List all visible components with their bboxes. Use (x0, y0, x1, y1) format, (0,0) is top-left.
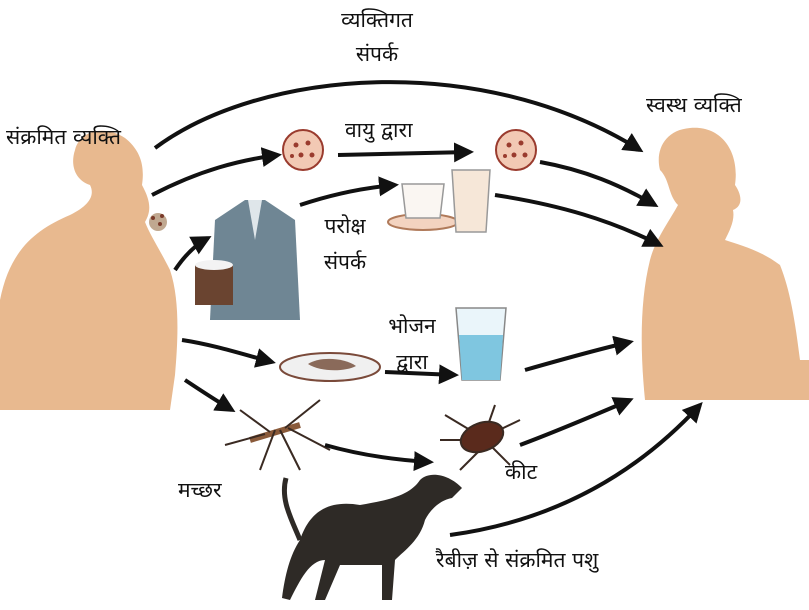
label-healthy-person: स्वस्थ व्यक्ति (646, 93, 742, 118)
jacket-icon (195, 200, 300, 320)
dog-icon (282, 475, 462, 600)
label-indirect-contact-1: परोक्ष (305, 214, 385, 239)
arrow-air-path (338, 152, 470, 155)
mosquito-icon (225, 400, 330, 470)
glass-icon (452, 170, 490, 232)
label-mosquito: मच्छर (178, 478, 222, 503)
label-personal-contact-2: संपर्क (322, 42, 432, 67)
label-infected-person: संक्रमित व्यक्ति (6, 125, 121, 150)
label-personal-contact-1: व्यक्तिगत (322, 8, 432, 33)
cup-saucer-icon (388, 184, 458, 230)
healthy-person-figure (642, 128, 809, 400)
germ-droplet-icon (496, 130, 536, 170)
germ-droplet-icon (283, 130, 323, 170)
label-by-food-2: द्वारा (372, 350, 452, 375)
arrow-to-germ-1 (152, 155, 278, 195)
arrow-jacket-to-cup (300, 185, 395, 205)
arrow-to-mosquito (185, 380, 232, 410)
label-by-air: वायु द्वारा (345, 118, 413, 143)
label-insect: कीट (505, 460, 537, 485)
arrow-to-plate (182, 340, 272, 362)
label-indirect-contact-2: संपर्क (305, 250, 385, 275)
arrow-germ-to-healthy (540, 162, 655, 205)
arrow-glass-to-healthy (525, 342, 630, 370)
water-glass-icon (456, 308, 506, 380)
arrow-tick-to-healthy (520, 400, 630, 445)
arrow-mosquito-to-tick (325, 445, 430, 462)
infected-person-figure (0, 131, 177, 410)
droplet-spray-icon (149, 213, 167, 231)
plate-icon (280, 353, 380, 381)
arrow-cup-to-healthy (495, 195, 660, 245)
label-rabies-animal: रैबीज़ से संक्रमित पशु (436, 548, 598, 573)
label-by-food-1: भोजन (372, 314, 452, 339)
